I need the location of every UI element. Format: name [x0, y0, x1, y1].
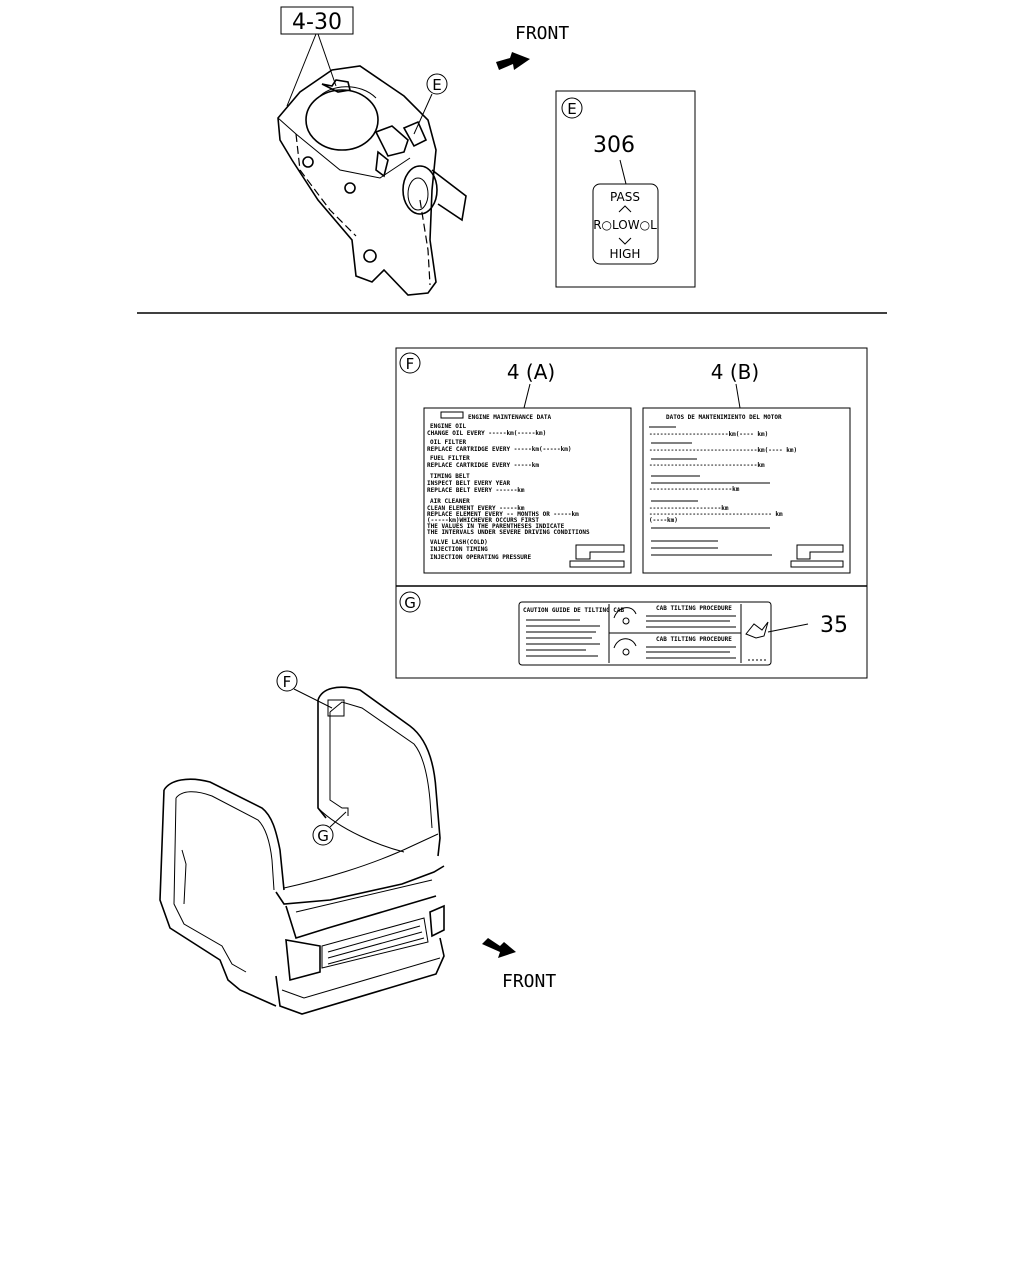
- label-a-line: THE INTERVALS UNDER SEVERE DRIVING CONDI…: [427, 529, 590, 536]
- label-b-line: --------------------km: [649, 505, 729, 512]
- label-a-line: OIL FILTER: [430, 439, 467, 446]
- front-label-bottom: FRONT: [502, 971, 556, 992]
- maintenance-label-b: DATOS DE MANTENIMIENTO DEL MOTOR -------…: [642, 407, 851, 574]
- combination-switch-assembly: [277, 65, 467, 296]
- label-a-line: VALVE LASH(COLD): [430, 539, 488, 546]
- cab-tilt-label: CAUTION GUIDE DE TILTING CAB CAB TILTING…: [518, 601, 809, 666]
- label-b-line: ------------------------------km(---- km…: [649, 447, 797, 454]
- callout-306-text: 306: [593, 133, 635, 158]
- detail-e-circle-text: E: [567, 100, 576, 118]
- callout-4-30: 4-30: [280, 6, 354, 107]
- label-a-line: FUEL FILTER: [430, 455, 470, 462]
- label-b-line: (----km): [649, 517, 678, 524]
- tilt-right-title-1: CAB TILTING PROCEDURE: [656, 605, 732, 612]
- cab-circle-g-text: G: [317, 827, 329, 845]
- label-a-line: CLEAN ELEMENT EVERY -----km: [427, 505, 525, 512]
- label-b-line: ------------------------------km: [649, 462, 765, 469]
- label-a-line: INJECTION OPERATING PRESSURE: [430, 554, 532, 561]
- callout-circle-e-switch: E: [413, 73, 448, 135]
- truck-cab-drawing: [159, 686, 445, 1015]
- front-arrow-icon: [496, 52, 530, 70]
- detail-f-circle-text: F: [406, 355, 415, 373]
- label-a-line: REPLACE CARTRIDGE EVERY -----km(-----km): [427, 446, 572, 453]
- cab-circle-f-text: F: [283, 673, 292, 691]
- label-a-line: REPLACE ELEMENT EVERY -- MONTHS OR -----…: [427, 511, 579, 518]
- label-a-line: TIMING BELT: [430, 473, 470, 480]
- callout-35-text: 35: [820, 613, 848, 638]
- label-a-line: AIR CLEANER: [430, 498, 470, 505]
- label-b-line: ---------------------------------- km: [649, 511, 783, 518]
- front-arrow-icon: [482, 938, 516, 958]
- label-b-title: DATOS DE MANTENIMIENTO DEL MOTOR: [666, 414, 782, 421]
- callout-4a-text: 4 (A): [507, 360, 555, 384]
- label-a-line: INJECTION TIMING: [430, 546, 488, 553]
- label-a-line: REPLACE CARTRIDGE EVERY -----km: [427, 462, 539, 469]
- front-label-top: FRONT: [515, 23, 569, 44]
- detail-e-panel: E 306 PASS R○LOW○L HIGH: [555, 90, 696, 288]
- callout-circle-g-cab: G: [312, 811, 347, 846]
- label-a-line: REPLACE BELT EVERY ------km: [427, 487, 525, 494]
- label-a-line: (-----km)WHICHEVER OCCURS FIRST: [427, 517, 539, 524]
- front-direction-bottom: FRONT: [482, 938, 556, 992]
- tilt-right-title-2: CAB TILTING PROCEDURE: [656, 636, 732, 643]
- label-a-line: INSPECT BELT EVERY YEAR: [427, 480, 510, 487]
- label-b-line: ----------------------km(---- km): [649, 431, 768, 438]
- switch-high-text: HIGH: [610, 247, 641, 261]
- detail-g-circle-text: G: [404, 594, 416, 612]
- label-b-line: -----------------------km: [649, 486, 740, 493]
- detail-fg-panel: F 4 (A) 4 (B) ENGINE MAINTENANCE DATA EN…: [395, 347, 868, 679]
- callout-circle-f-cab: F: [276, 670, 333, 709]
- front-direction-top: FRONT: [496, 23, 569, 70]
- circle-e-text: E: [432, 76, 441, 94]
- switch-pass-text: PASS: [610, 190, 640, 204]
- maintenance-label-a: ENGINE MAINTENANCE DATA ENGINE OIL CHANG…: [423, 407, 632, 574]
- callout-4-30-text: 4-30: [292, 10, 342, 35]
- switch-middle-text: R○LOW○L: [593, 218, 657, 232]
- callout-4b-text: 4 (B): [711, 360, 759, 384]
- tilt-left-title: CAUTION GUIDE DE TILTING CAB: [523, 607, 625, 614]
- label-a-line: THE VALUES IN THE PARENTHESES INDICATE: [427, 523, 565, 530]
- label-a-line: CHANGE OIL EVERY -----km(-----km): [427, 430, 546, 437]
- label-a-line: ENGINE OIL: [430, 423, 467, 430]
- label-a-title: ENGINE MAINTENANCE DATA: [468, 414, 551, 421]
